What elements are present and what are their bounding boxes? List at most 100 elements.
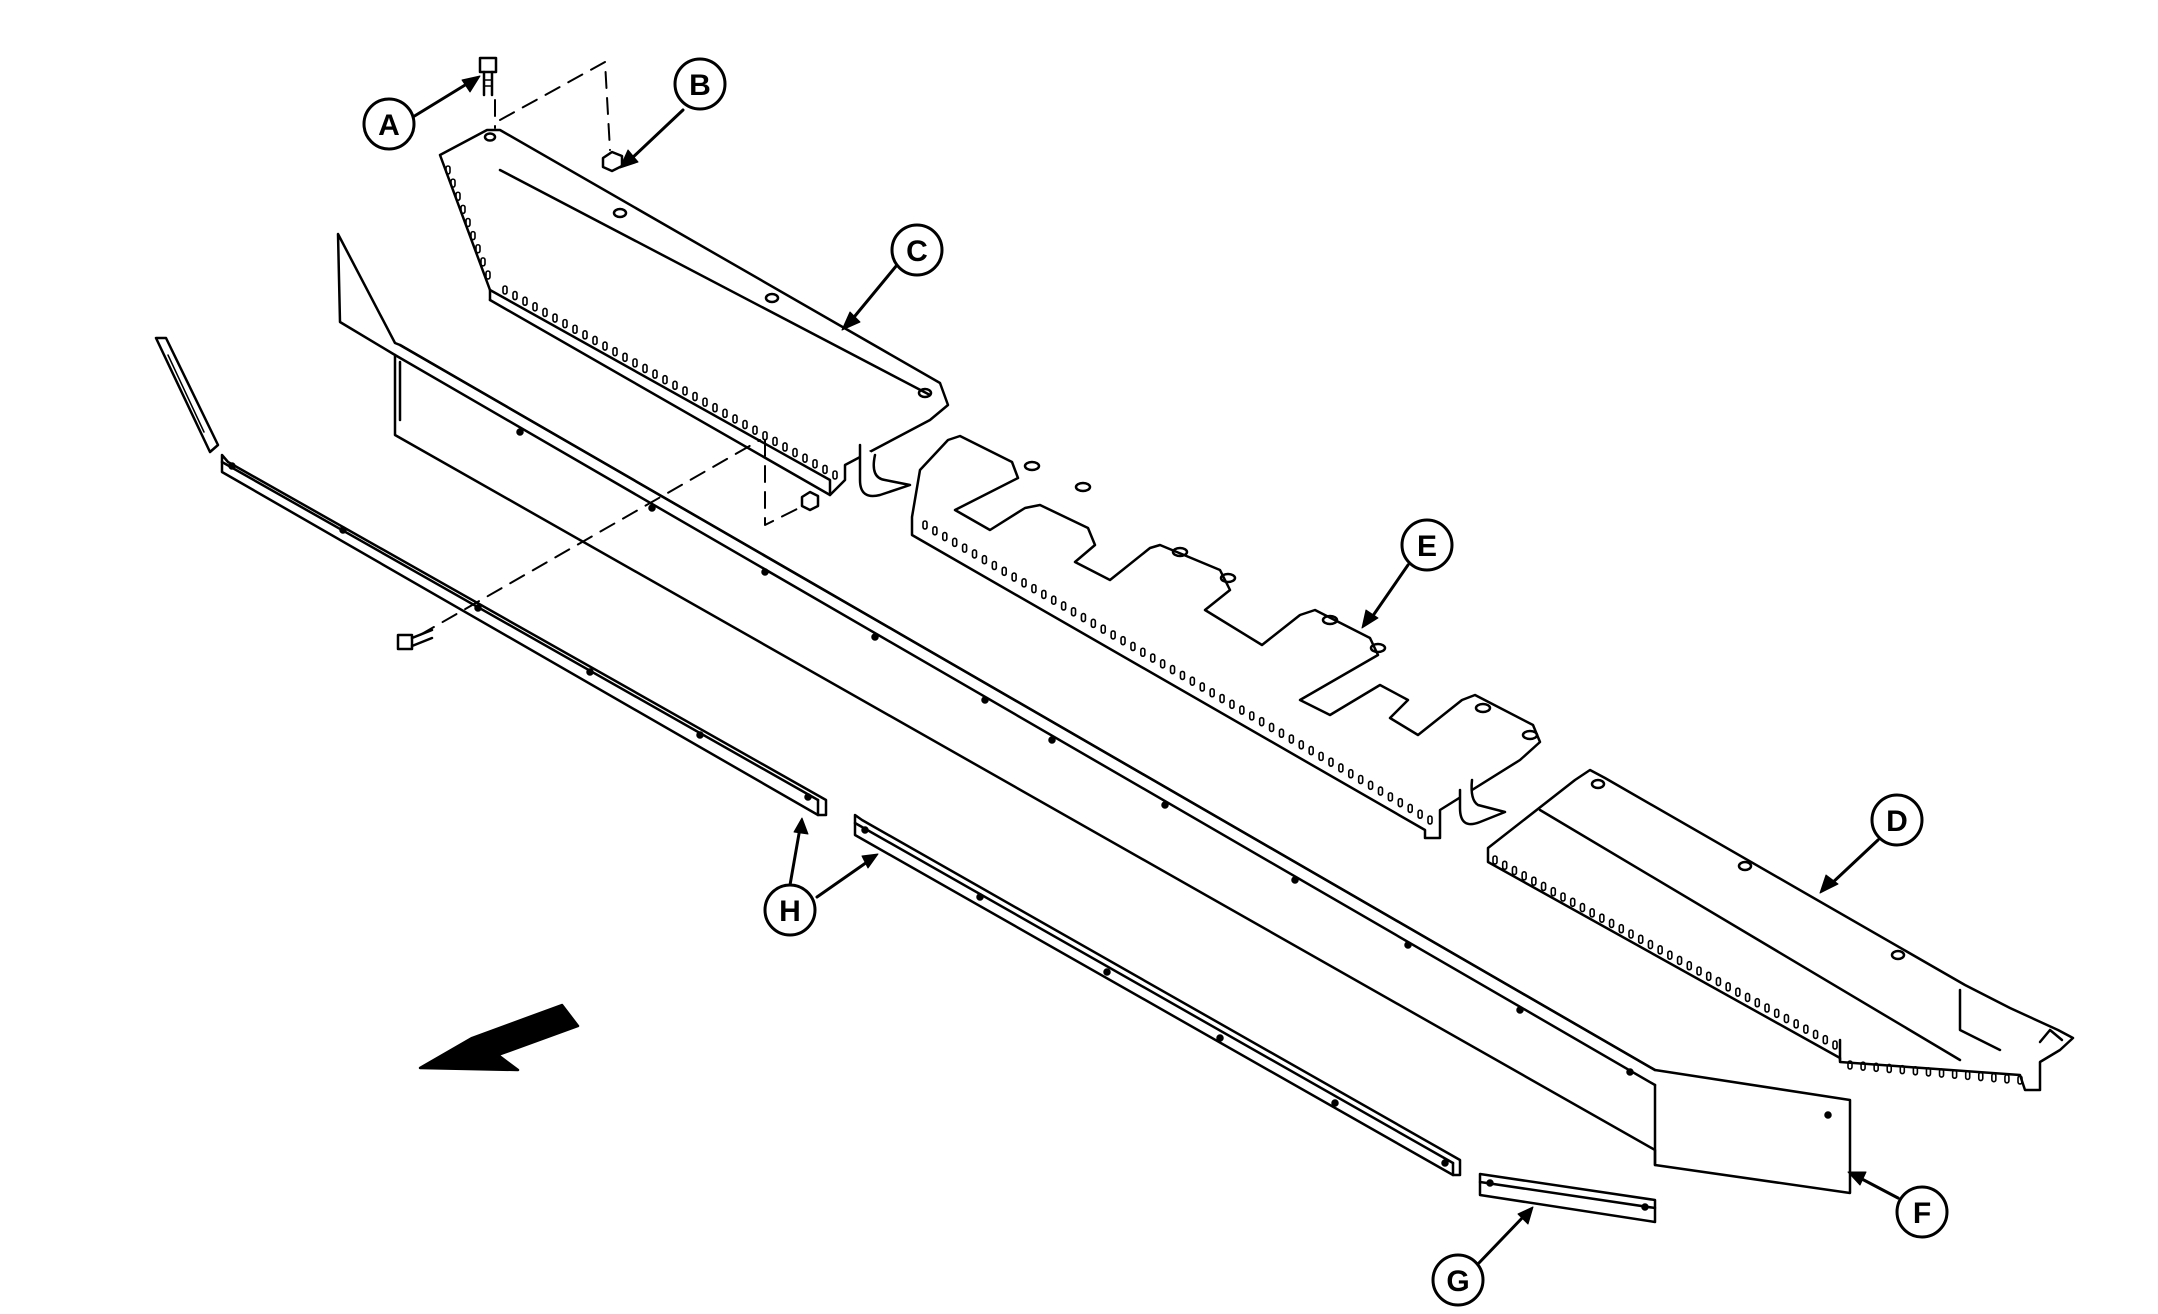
perforation-slot (542, 307, 548, 318)
perforation-slot (662, 374, 668, 385)
perforation-slot (832, 470, 838, 480)
perforation-slot (1667, 950, 1673, 960)
perforation-slot (465, 217, 471, 228)
perforation-slot (1367, 780, 1374, 791)
perforation-slot (712, 402, 718, 413)
perforation-slot (802, 453, 808, 463)
perforation-slot (1021, 578, 1027, 588)
perforation-slot (1417, 809, 1423, 820)
perforation-slot (1130, 641, 1136, 652)
perforation-slot (672, 380, 678, 391)
perforation-slot (702, 397, 708, 407)
perforation-slot (1812, 1029, 1819, 1040)
perforation-slot (1521, 871, 1527, 881)
perforation-slot (1569, 897, 1576, 908)
bolt-lower (396, 628, 434, 651)
perforation-slot (1328, 757, 1334, 767)
bolt-top (478, 56, 498, 97)
callout-a-label: A (378, 109, 400, 142)
perforation-slot (1229, 699, 1235, 710)
perforation-slot (1258, 716, 1265, 727)
perforation-slot (1873, 1062, 1879, 1073)
perforation-slot (1031, 583, 1037, 594)
perforation-slot (682, 386, 688, 396)
perforation-slot (1070, 606, 1077, 617)
perforation-slot (1579, 902, 1586, 913)
perforation-slot (922, 520, 928, 530)
perforation-slot (2017, 1075, 2023, 1085)
perforation-slot (1847, 1060, 1853, 1070)
perforation-slot (485, 270, 491, 280)
callout-f-label: F (1913, 1197, 1931, 1230)
perforation-slot (642, 363, 648, 374)
callout-g-label: G (1446, 1265, 1469, 1298)
perforation-slot (450, 178, 456, 188)
perforation-slot (1308, 745, 1314, 756)
perforation-slot (1492, 855, 1498, 865)
perforation-slot (1501, 860, 1508, 871)
perforation-slot (1964, 1070, 1971, 1081)
perforation-slot (1278, 728, 1285, 739)
perforation-slot (1938, 1068, 1945, 1078)
perforation-slot (1120, 635, 1126, 646)
callout-h-label: H (779, 895, 801, 928)
perforation-slot (1239, 705, 1245, 715)
perforation-slot (1531, 876, 1537, 886)
perforation-slot (460, 204, 466, 215)
perforation-slot (1822, 1034, 1829, 1045)
perforation-slot (1397, 797, 1404, 808)
perforation-slot (475, 243, 481, 254)
perforation-slot (932, 525, 938, 536)
callout-f: F (1895, 1185, 1949, 1239)
perforation-slot (1387, 792, 1394, 802)
perforation-slot (552, 313, 558, 323)
perforation-slot (1550, 886, 1557, 897)
perforation-slot (1628, 929, 1634, 939)
perforation-slot (1338, 763, 1344, 773)
perforation-slot (1060, 601, 1067, 611)
perforation-slot (2004, 1074, 2010, 1084)
perforation-slot (961, 543, 968, 553)
perforation-slot (1540, 881, 1547, 892)
perforation-slot (981, 554, 988, 565)
perforation-slot (1832, 1040, 1838, 1050)
perforation-slot (562, 318, 568, 329)
end-plate-small (154, 336, 220, 454)
perforation-slot (1140, 647, 1146, 658)
perforation-slot (1219, 693, 1225, 704)
perforation-slot (502, 285, 508, 295)
perforation-slot (772, 436, 778, 447)
perforation-slot (592, 335, 598, 346)
perforation-slot (782, 442, 788, 452)
perforation-slot (1637, 934, 1644, 945)
perforation-slot (532, 302, 538, 312)
perforation-slot (1977, 1071, 1984, 1082)
part-h-lower-strip (853, 813, 1462, 1177)
perforation-slot (1159, 659, 1166, 669)
perforation-slot (1647, 939, 1654, 950)
perforation-slot (582, 330, 588, 340)
perforation-slot (722, 408, 728, 419)
perforation-slot (1735, 987, 1741, 997)
callout-c: C (890, 223, 944, 277)
perforation-slot (732, 414, 738, 424)
perforation-slot (1149, 653, 1156, 663)
perforation-slot (1608, 918, 1615, 929)
perforation-slot (1080, 612, 1087, 623)
perforation-slot (1357, 774, 1364, 785)
perforation-slot (1783, 1013, 1790, 1024)
perforation-slot (470, 230, 476, 241)
perforation-slot (792, 447, 798, 458)
perforation-slot (1318, 751, 1324, 762)
perforation-slot (991, 560, 998, 571)
perforation-slot (1169, 664, 1176, 675)
perforation-slot (971, 549, 978, 559)
perforation-slot (572, 324, 578, 335)
perforation-slot (1860, 1061, 1866, 1071)
perforation-slot (612, 346, 618, 357)
leader-arrowheads (461, 75, 1867, 1225)
perforation-slot (1725, 982, 1731, 992)
perforation-slot (1773, 1008, 1780, 1019)
callout-b: B (673, 57, 727, 111)
